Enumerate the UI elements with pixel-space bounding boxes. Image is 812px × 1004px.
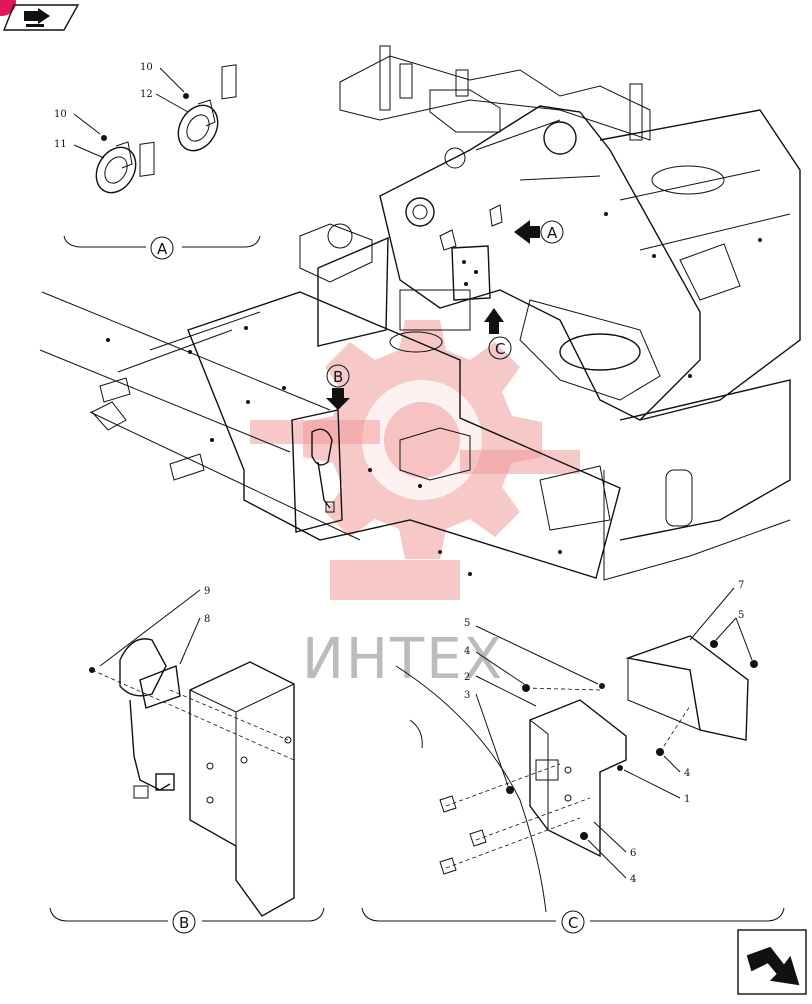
book-arrow-icon	[24, 8, 50, 27]
watermark-logo: ИНТЕХ	[250, 320, 580, 692]
callout-11: 11	[54, 139, 67, 150]
bracket-1	[529, 699, 627, 858]
view-a-horns: 10 12 10 11 A	[54, 62, 261, 260]
watermark-text: ИНТЕХ	[302, 627, 504, 692]
callout-5-left: 5	[464, 618, 470, 629]
view-b-label: B	[179, 914, 189, 932]
view-c-label: C	[568, 914, 578, 932]
marker-b-label: B	[333, 368, 343, 386]
callout-8: 8	[204, 614, 210, 625]
callout-3: 3	[464, 690, 470, 701]
view-c-label-circle	[561, 910, 585, 934]
horn-b-bracket	[291, 409, 343, 533]
view-c-horn-bracket: 5 4 2 3 7 5 4 1 6 4 C	[361, 580, 785, 934]
callout-4-left: 4	[464, 646, 470, 657]
callout-10-upper: 10	[140, 62, 153, 73]
main-frame-assembly: A C B	[39, 45, 801, 581]
corner-badge	[0, 0, 16, 16]
cover-box	[189, 661, 295, 917]
callout-4-bottom: 4	[630, 874, 636, 885]
horn-mount-bracket	[451, 245, 491, 301]
view-a-label: A	[157, 240, 168, 258]
callout-1: 1	[684, 794, 690, 805]
horn-upper	[177, 104, 219, 152]
marker-c-label: C	[495, 340, 505, 358]
arrow-to-b-icon	[326, 388, 350, 410]
horn-b-wire	[129, 699, 171, 791]
callout-12: 12	[140, 89, 153, 100]
callout-5-right: 5	[738, 610, 744, 621]
view-a-label-circle	[150, 236, 174, 260]
header-icon-box[interactable]	[0, 0, 80, 31]
horn-lower	[95, 146, 137, 194]
callout-9: 9	[204, 586, 210, 597]
callout-4-right: 4	[684, 768, 690, 779]
marker-a-label: A	[547, 224, 558, 242]
arrow-to-c-icon	[484, 308, 504, 334]
next-page-arrow-icon	[746, 946, 800, 986]
horn-b	[119, 638, 167, 697]
view-b-label-circle	[172, 910, 196, 934]
marker-b-circle	[326, 364, 350, 388]
callout-7: 7	[738, 580, 744, 591]
marker-c-circle	[488, 336, 512, 360]
callout-10-lower: 10	[54, 109, 67, 120]
horn-b-bracket-plate	[139, 665, 181, 709]
view-b-horn-cover: 9 8 B	[49, 586, 325, 934]
arrow-to-a-icon	[514, 220, 540, 244]
marker-a-circle	[540, 220, 564, 244]
callout-6: 6	[630, 848, 636, 859]
cover-plate-7	[625, 635, 749, 741]
frame-contour	[395, 665, 547, 913]
callout-2: 2	[464, 672, 470, 683]
next-page-button[interactable]	[737, 929, 807, 995]
